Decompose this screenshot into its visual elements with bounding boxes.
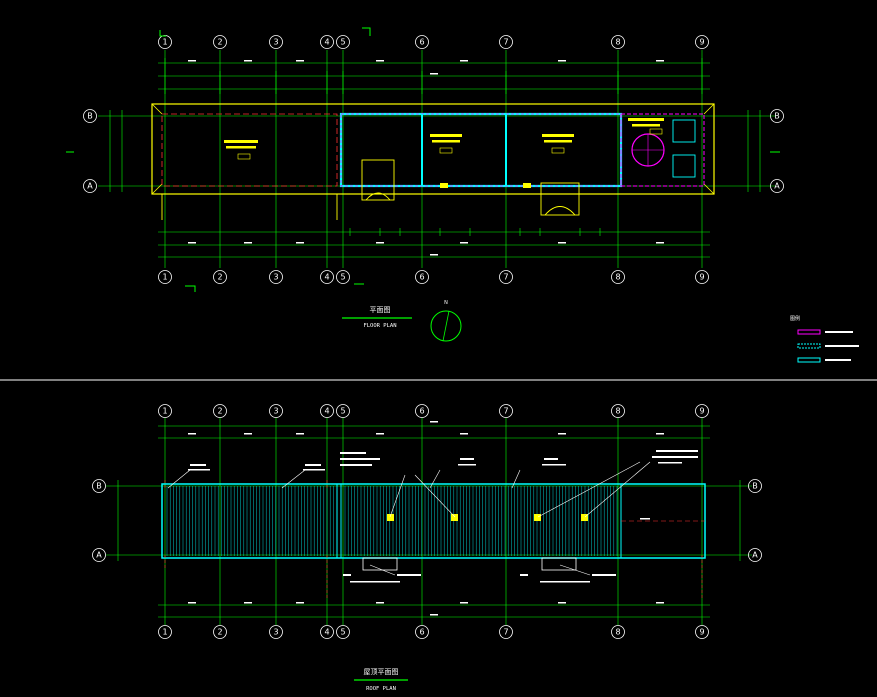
- fp-grid-bottom-5: 5: [340, 273, 345, 282]
- fp-grid-top-3: 3: [273, 38, 278, 47]
- fp-grid-top-7: 7: [503, 38, 508, 47]
- fp-grid-right-A: A: [774, 182, 780, 191]
- roof-plan-leaders: [167, 461, 651, 576]
- floor-plan-eave-outline: [151, 103, 715, 195]
- rp-grid-bottom-6: 6: [419, 628, 424, 637]
- rp-grid-top-1: 1: [162, 407, 167, 416]
- rp-grid-bottom-9: 9: [699, 628, 704, 637]
- fp-grid-bottom-3: 3: [273, 273, 278, 282]
- roof-plan-subtitle: ROOF PLAN: [366, 686, 396, 692]
- floor-plan-section-markers: [66, 27, 780, 292]
- fp-grid-top-1: 1: [162, 38, 167, 47]
- roof-plan-grid-bubbles-top: [158, 404, 709, 418]
- floor-plan-top-dimensions: [158, 58, 710, 94]
- fp-grid-left-A: A: [87, 182, 93, 191]
- roof-plan-canopies: [362, 557, 577, 571]
- floor-plan-grid-bubbles-bottom: [158, 270, 709, 284]
- fp-grid-top-2: 2: [217, 38, 222, 47]
- fp-grid-top-8: 8: [615, 38, 620, 47]
- floor-plan-subtitle: FLOOR PLAN: [363, 323, 396, 329]
- floor-plan: 1 2 3 4 5 6 7 8 9 1 2 3 4 5 6 7 8 9 B A …: [66, 27, 784, 342]
- fp-grid-bottom-2: 2: [217, 273, 222, 282]
- rp-grid-bottom-3: 3: [273, 628, 278, 637]
- floor-plan-grid-bubbles-side: [83, 109, 784, 193]
- rp-grid-bottom-7: 7: [503, 628, 508, 637]
- legend-swatch-3: [797, 357, 821, 363]
- legend-title: 图例: [790, 315, 800, 322]
- rp-grid-bottom-5: 5: [340, 628, 345, 637]
- fp-grid-right-B: B: [774, 112, 780, 121]
- fp-grid-bottom-6: 6: [419, 273, 424, 282]
- legend-swatch-1: [797, 329, 821, 335]
- roof-drain-icons: [387, 514, 588, 521]
- roof-plan-grid-bubbles-side: [92, 479, 762, 562]
- legend: 图例: [790, 315, 859, 363]
- legend-swatch-2: [797, 343, 821, 349]
- fp-grid-bottom-4: 4: [324, 273, 329, 282]
- roof-hatch-lines: [166, 486, 618, 556]
- rp-grid-top-5: 5: [340, 407, 345, 416]
- floor-plan-title: 平面图: [370, 306, 391, 314]
- rp-grid-top-4: 4: [324, 407, 329, 416]
- roof-plan-dimension-text: [188, 421, 664, 616]
- fp-grid-top-4: 4: [324, 38, 329, 47]
- rp-grid-top-2: 2: [217, 407, 222, 416]
- north-arrow-icon: [430, 310, 462, 342]
- rp-grid-bottom-8: 8: [615, 628, 620, 637]
- fp-grid-bottom-9: 9: [699, 273, 704, 282]
- floor-plan-grid-bubbles-top: [158, 35, 709, 49]
- floor-plan-shed-area: [161, 113, 338, 187]
- rp-grid-top-8: 8: [615, 407, 620, 416]
- roof-plan-annotation-text: [188, 450, 698, 583]
- rp-grid-top-7: 7: [503, 407, 508, 416]
- rp-grid-left-A: A: [96, 551, 102, 560]
- floor-plan-equipment-room: [620, 113, 705, 187]
- rp-grid-top-6: 6: [419, 407, 424, 416]
- floor-plan-bottom-dimensions: [158, 228, 710, 258]
- rp-grid-top-9: 9: [699, 407, 704, 416]
- rp-grid-right-B: B: [752, 482, 758, 491]
- fp-grid-bottom-8: 8: [615, 273, 620, 282]
- fp-grid-bottom-7: 7: [503, 273, 508, 282]
- floor-plan-side-dimensions: [109, 110, 761, 192]
- floor-plan-room-annotations: [224, 118, 664, 160]
- roof-plan-dimensions: [117, 425, 741, 618]
- floor-plan-dimension-text: [188, 60, 664, 256]
- rp-grid-left-B: B: [96, 482, 102, 491]
- rp-grid-bottom-4: 4: [324, 628, 329, 637]
- north-label: N: [444, 300, 448, 306]
- fp-grid-left-B: B: [87, 112, 93, 121]
- rp-grid-right-A: A: [752, 551, 758, 560]
- fp-grid-top-9: 9: [699, 38, 704, 47]
- fp-grid-top-5: 5: [340, 38, 345, 47]
- roof-plan-grid-bubbles-bottom: [158, 625, 709, 639]
- rp-grid-bottom-2: 2: [217, 628, 222, 637]
- roof-plan-horizontal-grid-lines: [106, 485, 752, 556]
- fp-grid-bottom-1: 1: [162, 273, 167, 282]
- rp-grid-bottom-1: 1: [162, 628, 167, 637]
- roof-plan-title: 屋顶平面图: [364, 668, 399, 676]
- roof-plan: 1 2 3 4 5 6 7 8 9 1 2 3 4 5 6 7 8 9 B A …: [92, 404, 762, 692]
- fp-grid-top-6: 6: [419, 38, 424, 47]
- rp-grid-top-3: 3: [273, 407, 278, 416]
- floor-plan-entry-porches: [161, 159, 580, 220]
